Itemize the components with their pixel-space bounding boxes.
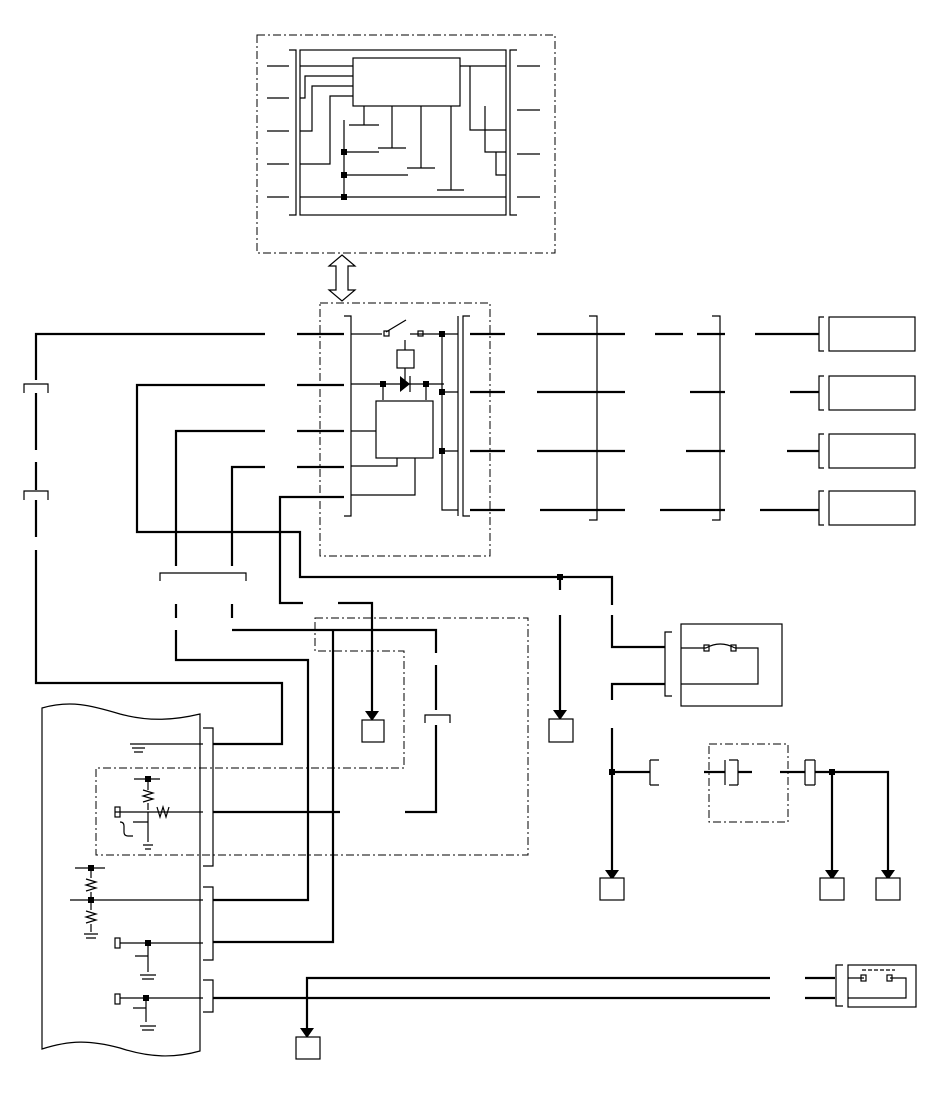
shield-region	[95, 617, 529, 856]
wire-harness-left	[23, 332, 560, 944]
top-switch-module	[256, 34, 556, 254]
control-unit	[41, 703, 214, 1057]
double-arrow-icon	[327, 254, 357, 302]
wire-harness-right	[470, 315, 916, 526]
relay-module	[319, 302, 491, 557]
middle-branch	[548, 574, 901, 901]
bottom-wire-run	[213, 964, 917, 1060]
